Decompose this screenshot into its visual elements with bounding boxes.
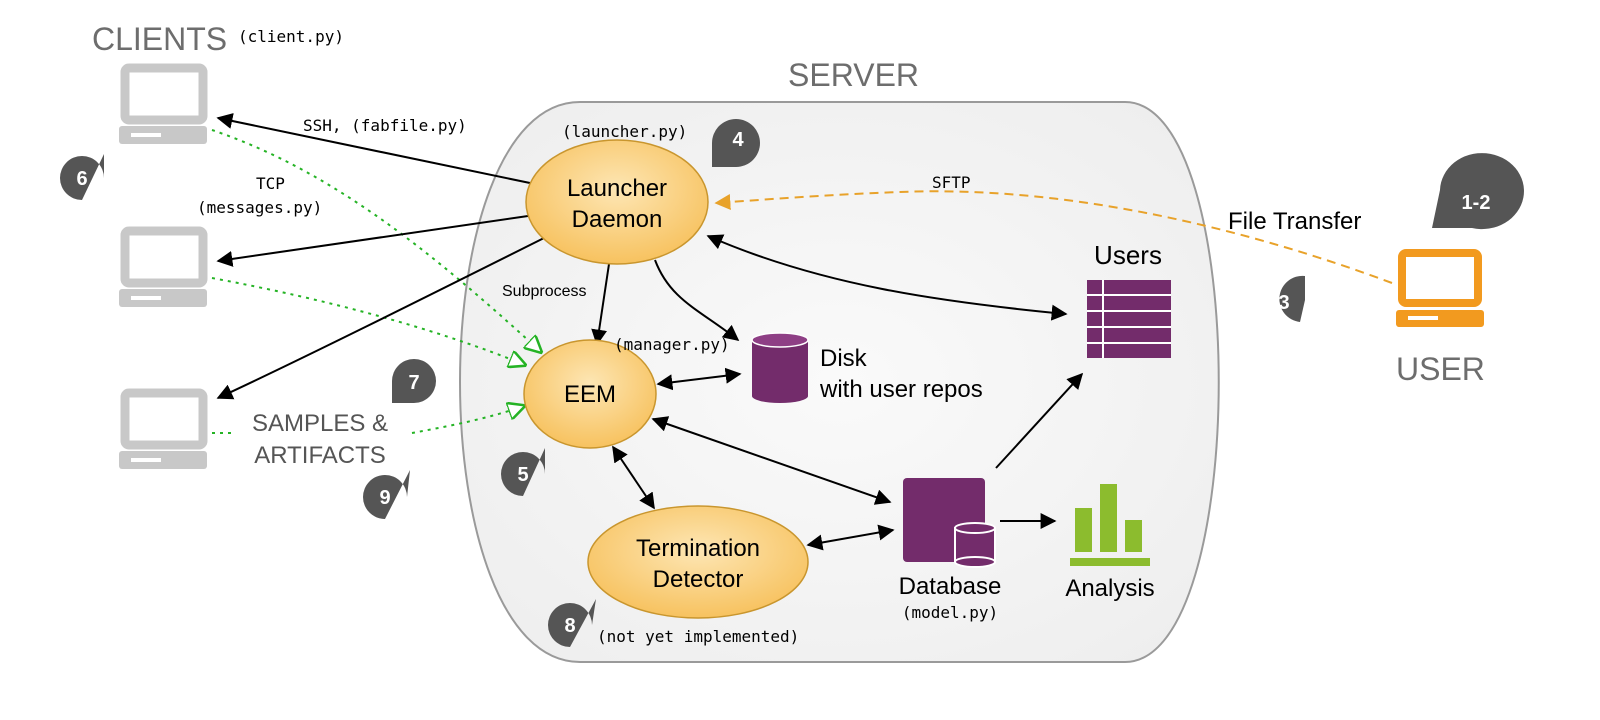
laptop-icon	[119, 388, 208, 469]
step-marker-3: 3	[1278, 275, 1305, 322]
disk-node: Disk with user repos	[751, 332, 983, 403]
eem-file-label: (manager.py)	[614, 335, 730, 354]
file-transfer-label: File Transfer	[1228, 208, 1361, 235]
launcher-file-label: (launcher.py)	[562, 122, 687, 141]
edge-launcher-client1	[216, 113, 531, 184]
black-edges	[216, 113, 1084, 551]
edge-launcher-users	[706, 234, 1068, 321]
laptop-icon	[119, 226, 208, 307]
svg-text:5: 5	[517, 464, 528, 486]
bar-chart-icon	[1070, 484, 1150, 566]
server-heading: SERVER	[788, 57, 919, 93]
launcher-daemon-node: Launcher Daemon	[525, 139, 709, 265]
tcp-edge-label-line1: TCP	[256, 174, 285, 193]
disk-label-line2: with user repos	[819, 376, 983, 403]
ssh-edge-label: SSH, (fabfile.py)	[303, 116, 467, 135]
samples-flows	[211, 129, 541, 434]
samples-label-line2: ARTIFACTS	[254, 442, 386, 469]
edge-eem-termination	[612, 445, 655, 510]
client-laptop-3	[119, 388, 208, 469]
step-marker-4: 4	[712, 119, 760, 167]
flow-client3-to-eem	[411, 406, 524, 434]
eem-label: EEM	[564, 381, 616, 408]
step-marker-1-2: 1-2	[1432, 153, 1524, 230]
svg-text:6: 6	[76, 168, 87, 190]
svg-text:1-2: 1-2	[1462, 192, 1491, 214]
analysis-node: Analysis	[1065, 484, 1155, 602]
user-laptop	[1396, 249, 1484, 327]
laptop-icon	[1396, 249, 1484, 327]
edge-launcher-client2	[216, 215, 529, 267]
termination-label-line2: Detector	[653, 566, 744, 593]
edge-eem-database	[651, 416, 892, 505]
edge-termination-database	[806, 524, 895, 551]
users-node: Users	[1087, 240, 1171, 358]
database-label: Database	[899, 573, 1002, 600]
termination-detector-node: Termination Detector	[587, 505, 809, 619]
subprocess-edge-label: Subprocess	[502, 283, 587, 300]
clients-heading: CLIENTS	[92, 21, 227, 57]
marker-pin-icon	[1432, 153, 1524, 230]
client-laptop-1	[119, 63, 208, 144]
eem-node: EEM	[523, 339, 657, 449]
svg-text:8: 8	[564, 615, 575, 637]
step-marker-6: 6	[60, 154, 104, 200]
marker-pin-icon	[501, 448, 545, 496]
samples-label-line1: SAMPLES &	[252, 410, 388, 437]
marker-pin-icon	[363, 470, 410, 519]
client-laptop-2	[119, 226, 208, 307]
analysis-label: Analysis	[1065, 575, 1154, 602]
marker-pin-icon	[712, 119, 760, 167]
marker-pin-icon	[1279, 275, 1305, 322]
table-icon	[1087, 280, 1171, 358]
step-marker-9: 9	[363, 470, 410, 519]
edge-eem-disk	[656, 367, 742, 391]
svg-text:3: 3	[1278, 292, 1289, 314]
launcher-label-line2: Daemon	[572, 206, 663, 233]
tcp-edge-label-line2: (messages.py)	[197, 198, 322, 217]
disk-label-line1: Disk	[820, 345, 868, 372]
launcher-label-line1: Launcher	[567, 175, 667, 202]
step-marker-8: 8	[548, 599, 596, 647]
step-marker-5: 5	[501, 448, 545, 496]
user-heading: USER	[1396, 351, 1485, 387]
marker-pin-icon	[392, 359, 436, 403]
edge-database-users	[995, 372, 1084, 469]
edge-launcher-eem	[591, 263, 610, 346]
flow-client1-to-eem	[211, 129, 541, 352]
edge-launcher-disk	[654, 259, 740, 341]
users-label: Users	[1094, 240, 1162, 270]
edge-user-sftp-launcher	[714, 190, 1393, 284]
sftp-edge-label: SFTP	[932, 173, 971, 192]
marker-pin-icon	[548, 599, 596, 647]
svg-text:9: 9	[379, 487, 390, 509]
clients-file-label: (client.py)	[238, 27, 344, 46]
database-icon	[751, 332, 809, 403]
edge-launcher-client3	[216, 237, 545, 400]
termination-note: (not yet implemented)	[597, 627, 799, 646]
database-file-label: (model.py)	[902, 603, 998, 622]
step-marker-7: 7	[392, 359, 436, 403]
svg-text:4: 4	[732, 129, 744, 151]
svg-text:7: 7	[408, 372, 419, 394]
database-icon	[903, 478, 996, 568]
termination-label-line1: Termination	[636, 535, 760, 562]
database-node: Database (model.py)	[899, 478, 1002, 622]
laptop-icon	[119, 63, 208, 144]
marker-pin-icon	[60, 154, 104, 200]
